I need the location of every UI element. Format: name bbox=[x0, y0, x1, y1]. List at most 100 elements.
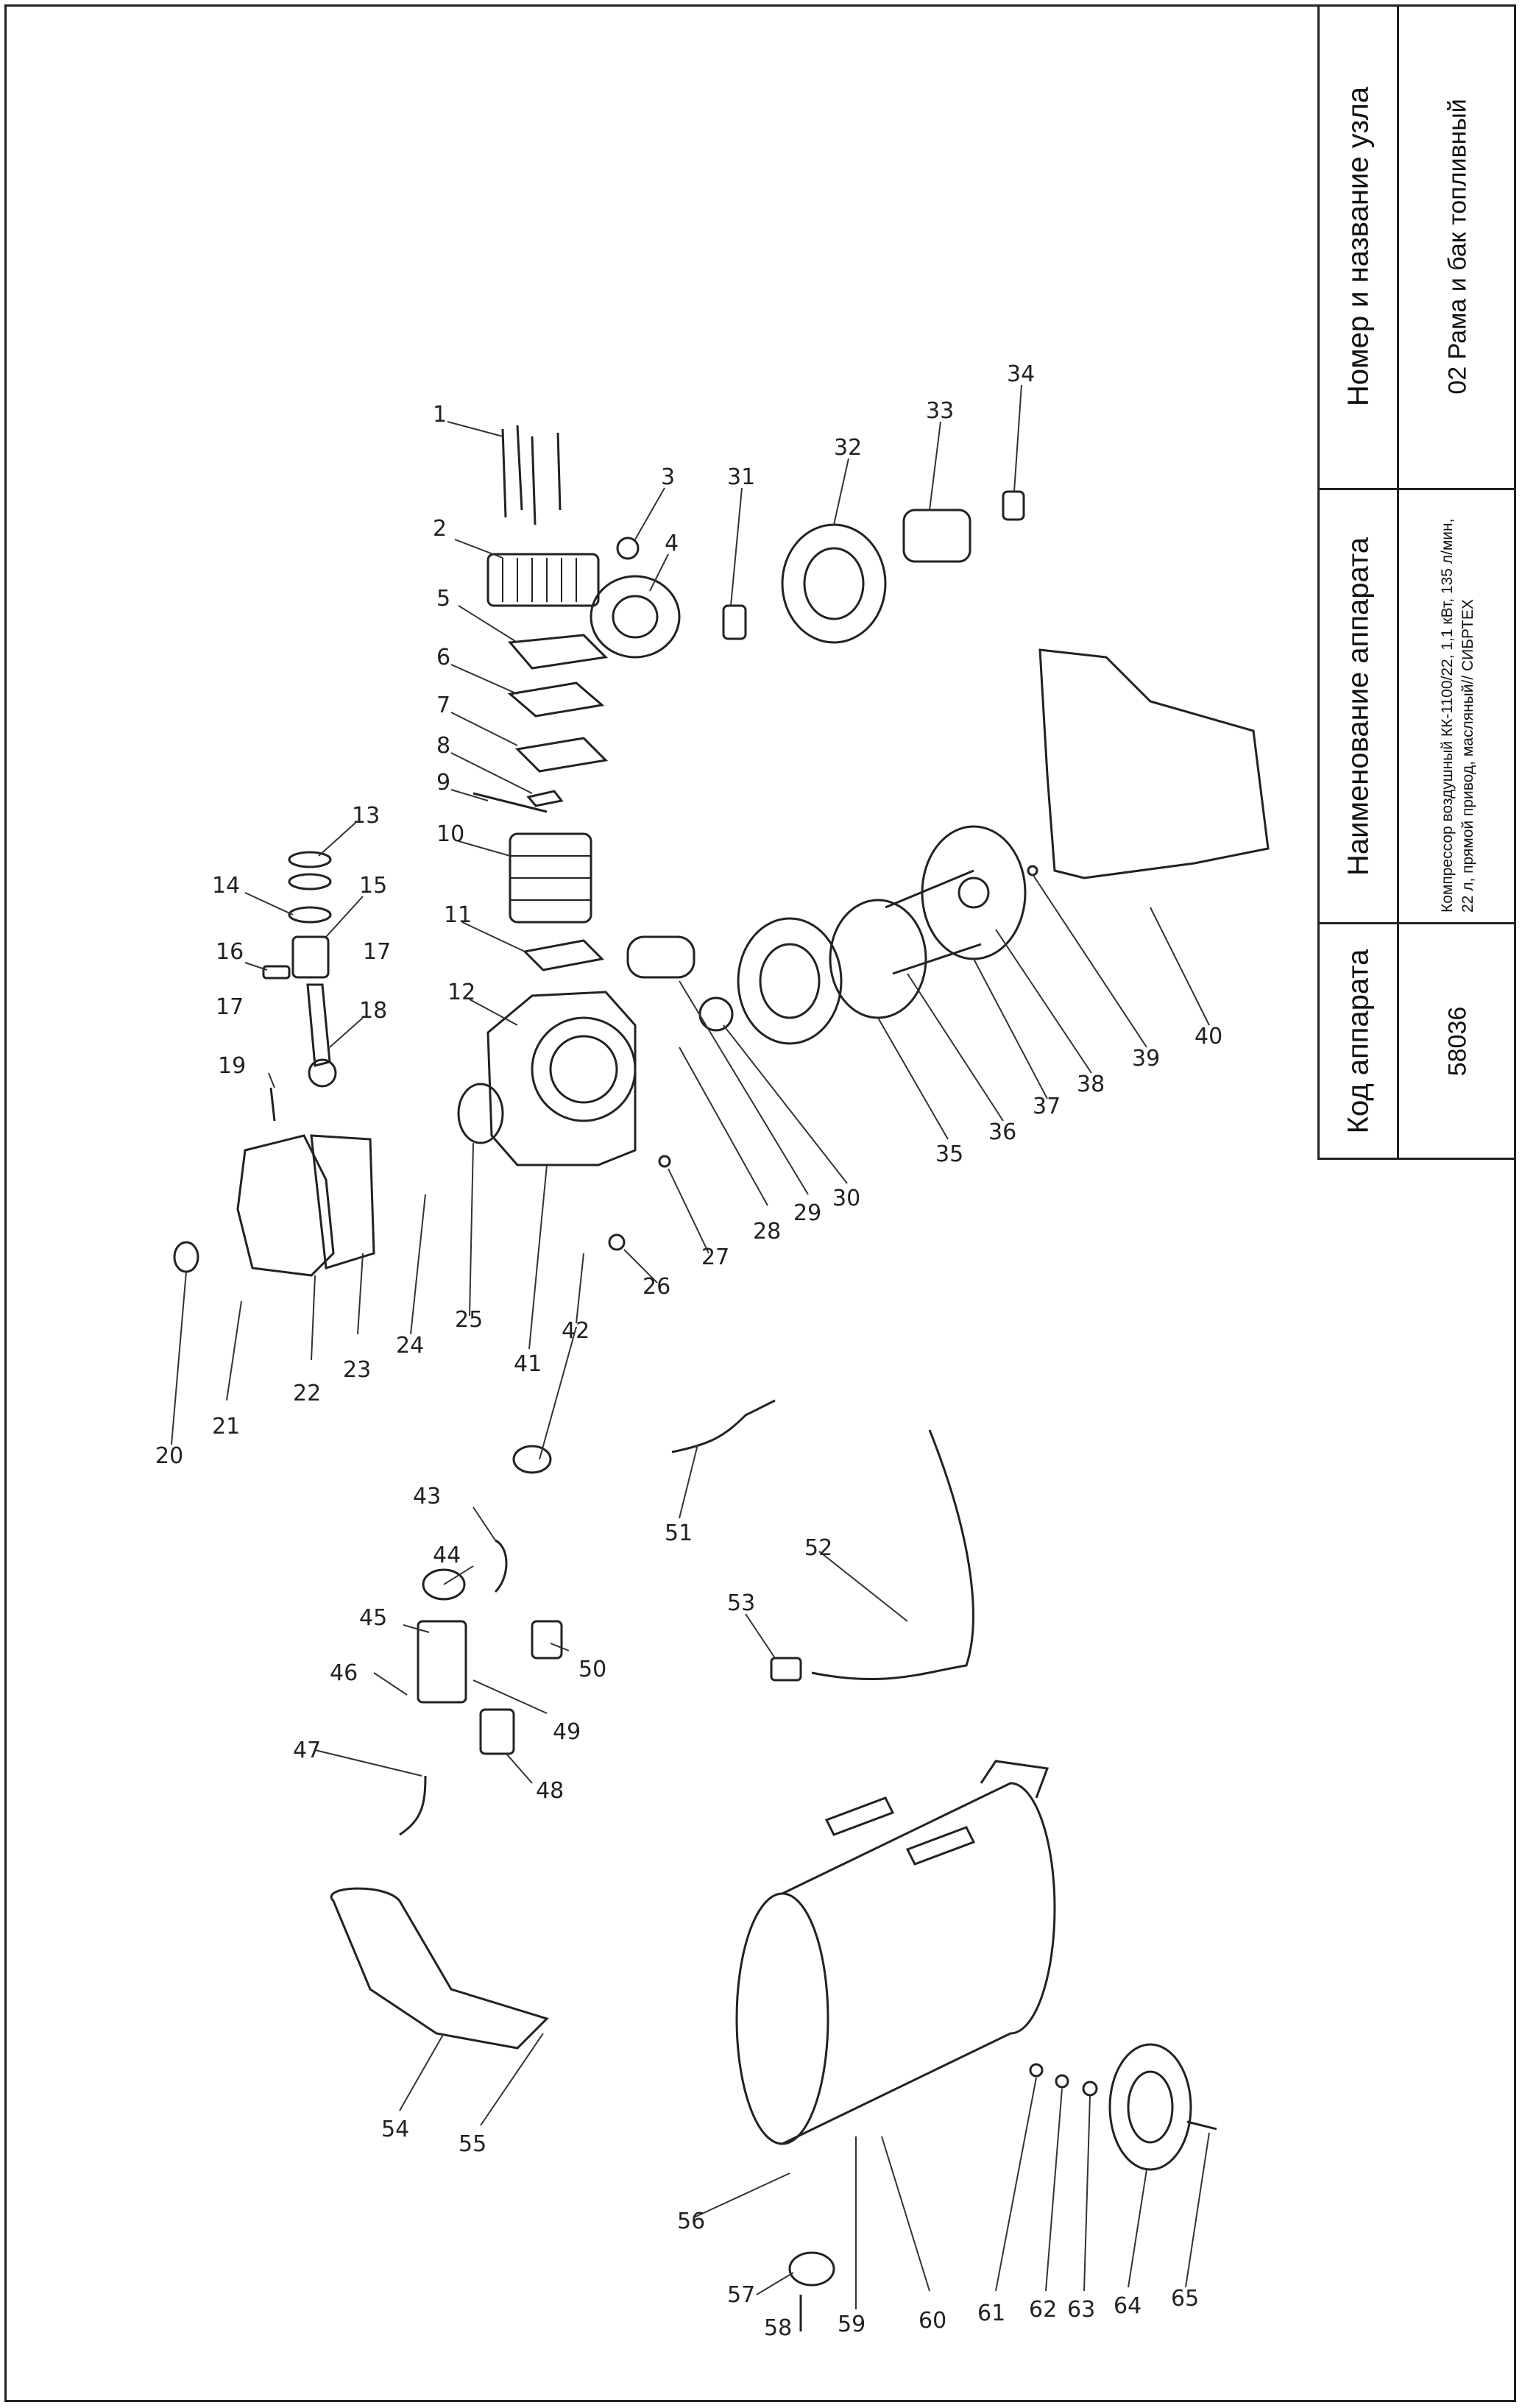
part-label-47: 47 bbox=[293, 1738, 321, 1763]
part-label-14: 14 bbox=[212, 873, 240, 899]
unit-header: Номер и название узла bbox=[1342, 86, 1374, 406]
part-label-55: 55 bbox=[459, 2131, 486, 2157]
name-header: Наименование аппарата bbox=[1342, 537, 1374, 876]
part-label-5: 5 bbox=[436, 586, 450, 612]
part-label-38: 38 bbox=[1077, 1072, 1105, 1097]
part-label-61: 61 bbox=[977, 2301, 1005, 2326]
title-block-row-name: Компрессор воздушный КК-1100/22, 1,1 кВт… bbox=[1399, 490, 1516, 924]
part-label-40: 40 bbox=[1194, 1024, 1222, 1049]
part-label-30: 30 bbox=[832, 1186, 860, 1211]
part-label-9: 9 bbox=[436, 770, 450, 796]
part-label-42: 42 bbox=[562, 1318, 590, 1344]
part-label-29: 29 bbox=[793, 1200, 821, 1226]
part-label-41: 41 bbox=[514, 1351, 542, 1377]
crankcase-cover-part bbox=[236, 1134, 335, 1277]
crankcase-part bbox=[486, 991, 637, 1166]
part-label-28: 28 bbox=[753, 1219, 781, 1244]
part-label-58: 58 bbox=[764, 2315, 792, 2341]
part-label-50: 50 bbox=[578, 1657, 606, 1682]
oil-seal-part bbox=[698, 996, 734, 1032]
part-label-18: 18 bbox=[359, 998, 387, 1024]
fitting-part bbox=[616, 537, 640, 560]
part-label-21: 21 bbox=[212, 1414, 240, 1440]
part-label-10: 10 bbox=[436, 821, 464, 847]
gasket-11-part bbox=[522, 939, 605, 971]
part-label-52: 52 bbox=[804, 1535, 832, 1561]
oil-sight-glass-part bbox=[173, 1241, 199, 1273]
title-block-row-unit: 02 Рама и бак топливный bbox=[1399, 4, 1516, 490]
head-bolts-part bbox=[501, 425, 562, 525]
part-label-19: 19 bbox=[218, 1053, 246, 1079]
apparatus-code-value: 58036 bbox=[1443, 1006, 1471, 1076]
part-label-49: 49 bbox=[553, 1719, 581, 1745]
screw-27-part bbox=[658, 1155, 671, 1168]
part-label-20: 20 bbox=[155, 1443, 183, 1469]
part-label-56: 56 bbox=[677, 2209, 705, 2234]
part-label-17b: 17 bbox=[363, 939, 391, 965]
part-label-23: 23 bbox=[343, 1357, 371, 1383]
part-label-35: 35 bbox=[935, 1141, 963, 1167]
fan-part bbox=[921, 825, 1027, 960]
valve-pin-part bbox=[472, 792, 548, 813]
part-label-65: 65 bbox=[1171, 2286, 1199, 2312]
outlet-pipe-part bbox=[811, 1429, 974, 1681]
part-label-36: 36 bbox=[988, 1119, 1016, 1145]
part-label-6: 6 bbox=[436, 645, 450, 670]
fitting-44-part bbox=[422, 1568, 466, 1601]
part-label-33: 33 bbox=[926, 398, 954, 424]
part-label-31: 31 bbox=[727, 464, 755, 490]
part-label-4: 4 bbox=[665, 531, 679, 556]
connecting-rod-part bbox=[306, 983, 331, 1067]
exploded-view-drawing: 1 2 3 4 5 6 7 8 9 10 11 12 13 14 15 16 1… bbox=[155, 361, 1270, 2341]
unit-value: 02 Рама и бак топливный bbox=[1443, 98, 1471, 394]
apparatus-name-value: Компрессор воздушный КК-1100/22, 1,1 кВт… bbox=[1438, 518, 1476, 913]
part-label-53: 53 bbox=[727, 1590, 755, 1616]
part-label-3: 3 bbox=[661, 464, 675, 490]
gauge-50-part bbox=[531, 1620, 563, 1660]
rotor-part bbox=[902, 509, 971, 563]
drawing-sheet: 1 2 3 4 5 6 7 8 9 10 11 12 13 14 15 16 1… bbox=[4, 4, 1516, 2402]
title-block: Номер и название узла Наименование аппар… bbox=[1317, 4, 1516, 1160]
stator-lower-part bbox=[737, 917, 843, 1045]
part-label-45: 45 bbox=[359, 1605, 387, 1631]
title-block-row-code-header: Код аппарата bbox=[1320, 924, 1397, 1158]
part-label-15: 15 bbox=[359, 873, 387, 899]
part-label-11: 11 bbox=[444, 902, 472, 928]
axle-bolt-part bbox=[1186, 2120, 1217, 2131]
part-label-17a: 17 bbox=[216, 994, 244, 1020]
valve-reed-part bbox=[526, 790, 564, 807]
part-label-24: 24 bbox=[396, 1333, 424, 1359]
part-label-64: 64 bbox=[1114, 2293, 1142, 2319]
part-label-37: 37 bbox=[1033, 1094, 1061, 1119]
dipstick-part bbox=[269, 1087, 276, 1122]
part-label-1: 1 bbox=[433, 402, 447, 428]
part-label-12: 12 bbox=[447, 980, 475, 1005]
part-label-44: 44 bbox=[433, 1543, 461, 1568]
wheel-part bbox=[1108, 2043, 1192, 2171]
gauge-48-part bbox=[479, 1708, 515, 1755]
stator-part bbox=[781, 523, 887, 644]
cylinder-head-part bbox=[486, 553, 600, 607]
part-label-7: 7 bbox=[436, 693, 450, 718]
part-label-26: 26 bbox=[643, 1274, 670, 1300]
power-cable-part bbox=[671, 1399, 776, 1453]
tank-handle-part bbox=[980, 1760, 1050, 1799]
part-label-46: 46 bbox=[330, 1660, 358, 1686]
check-valve-part bbox=[512, 1445, 552, 1474]
drain-valve-part bbox=[788, 2251, 835, 2287]
bearing-31-part bbox=[722, 604, 747, 640]
part-label-25: 25 bbox=[455, 1307, 483, 1333]
screw-26-part bbox=[608, 1233, 626, 1251]
piston-ring-part bbox=[288, 851, 332, 868]
motor-end-shield-part bbox=[829, 899, 927, 1019]
part-label-22: 22 bbox=[293, 1381, 321, 1406]
pressure-switch-part bbox=[417, 1620, 467, 1704]
title-block-row-name-header: Наименование аппарата bbox=[1320, 490, 1397, 924]
part-label-62: 62 bbox=[1029, 2297, 1057, 2323]
part-label-2: 2 bbox=[433, 516, 447, 542]
part-label-63: 63 bbox=[1067, 2297, 1095, 2323]
part-label-32: 32 bbox=[834, 435, 862, 461]
tank-part bbox=[782, 1782, 1056, 2145]
air-filter-part bbox=[590, 575, 681, 659]
bearing-housing-part bbox=[457, 1083, 504, 1144]
